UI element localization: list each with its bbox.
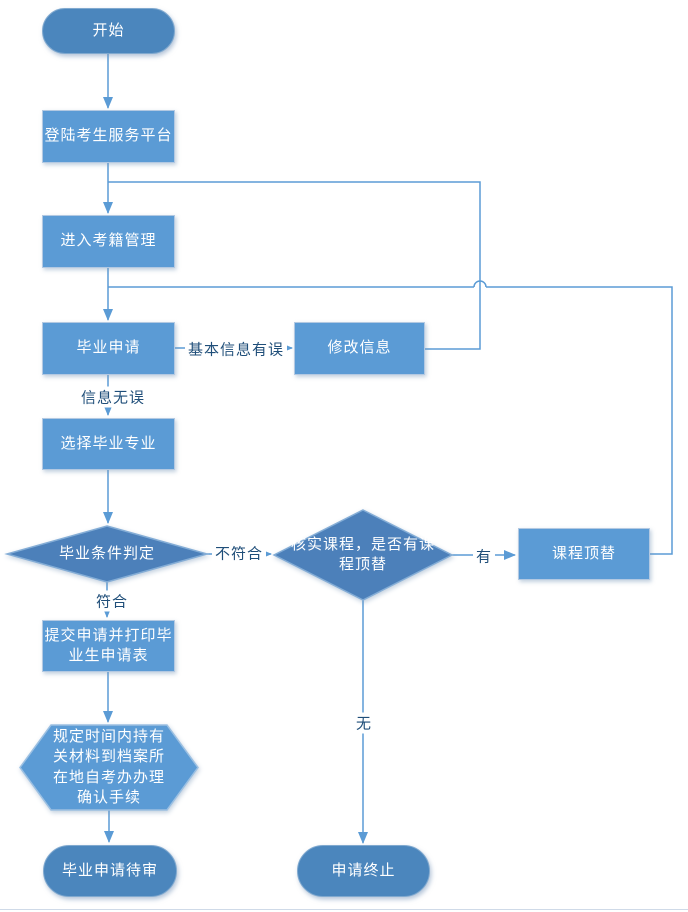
page-boundary-line [0, 909, 688, 910]
edge-label-qualified: 符合 [92, 590, 132, 612]
edge-label-has-replacement: 有 [472, 545, 496, 567]
node-submit-print: 提交申请并打印毕业生申请表 [42, 620, 175, 672]
edge-label-info-error: 基本信息有误 [184, 338, 288, 360]
connector-replacement-loopback-right [486, 286, 673, 555]
node-application-terminated: 申请终止 [297, 845, 430, 897]
diamond-shape [4, 525, 210, 583]
node-condition-check: 毕业条件判定 [4, 525, 210, 583]
node-verify-courses-label: 核实课程，是否有课程顶替 [290, 535, 435, 573]
node-modify-info: 修改信息 [294, 322, 425, 375]
node-course-replacement: 课程顶替 [518, 528, 650, 580]
node-enter-management-label: 进入考籍管理 [60, 232, 157, 250]
node-submit-print-label: 提交申请并打印毕业生申请表 [44, 626, 173, 664]
diamond-shape [272, 509, 454, 601]
node-confirm-procedure-label: 规定时间内持有关材料到档案所在地自考办办理确认手续 [52, 728, 165, 806]
node-pending-review: 毕业申请待审 [43, 845, 177, 897]
node-modify-info-label: 修改信息 [327, 339, 392, 357]
hexagon-shape [19, 724, 199, 811]
edge-label-info-correct: 信息无误 [77, 386, 149, 408]
node-start-label: 开始 [92, 21, 125, 39]
node-confirm-procedure: 规定时间内持有关材料到档案所在地自考办办理确认手续 [19, 724, 199, 811]
node-select-major-label: 选择毕业专业 [60, 434, 157, 452]
node-pending-review-label: 毕业申请待审 [61, 861, 158, 879]
node-login-label: 登陆考生服务平台 [44, 127, 173, 145]
node-course-replacement-label: 课程顶替 [551, 544, 616, 562]
edge-label-not-qualified: 不符合 [211, 542, 267, 564]
node-verify-courses: 核实课程，是否有课程顶替 [272, 509, 454, 601]
node-enter-management: 进入考籍管理 [42, 215, 175, 268]
node-select-major: 选择毕业专业 [42, 418, 175, 470]
node-graduation-application-label: 毕业申请 [76, 339, 141, 357]
node-graduation-application: 毕业申请 [42, 322, 175, 375]
node-condition-check-label: 毕业条件判定 [58, 544, 155, 562]
node-start: 开始 [42, 8, 175, 54]
edge-label-no-replacement: 无 [352, 712, 376, 734]
node-application-terminated-label: 申请终止 [331, 861, 396, 879]
connector-line-jump-arc [473, 280, 487, 288]
node-login: 登陆考生服务平台 [42, 110, 175, 163]
